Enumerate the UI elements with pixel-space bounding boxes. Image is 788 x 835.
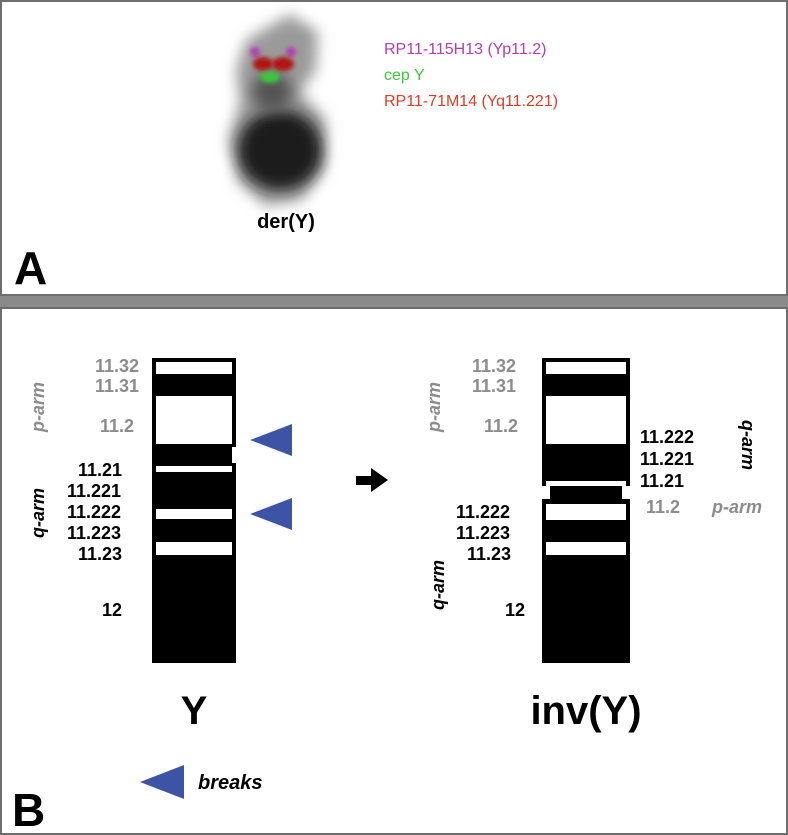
breaks-legend-label: breaks (198, 772, 263, 794)
band-label: 11.221 (67, 481, 121, 501)
panel-a-letter: A (14, 242, 47, 294)
ideogram-inv-y (538, 358, 634, 663)
q-arm-label: q-arm (428, 560, 448, 610)
chromosome-inv-y-title: inv(Y) (530, 689, 641, 733)
break-arrow-lower (250, 498, 292, 530)
band-label: 11.222 (640, 427, 694, 447)
band-label: 11.222 (456, 502, 510, 522)
magenta-signal-left (250, 47, 260, 57)
panel-b-frame (0, 307, 788, 835)
band-label: 11.223 (456, 523, 510, 543)
magenta-signal-right (286, 47, 296, 57)
panel-b-letter: B (12, 784, 45, 835)
green-signal (260, 71, 280, 83)
p-arm-label: p-arm (28, 382, 48, 433)
band-label: 11.31 (95, 376, 139, 396)
band-label: 11.223 (67, 523, 121, 543)
breaks-legend-arrow (140, 765, 184, 799)
band-label: 12 (102, 600, 122, 620)
q-arm-label: q-arm (28, 488, 48, 538)
band-label: 11.23 (467, 544, 511, 564)
legend-probe-p: RP11-115H13 (Yp11.2) (384, 41, 546, 58)
legend-probe-q: RP11-71M14 (Yq11.221) (384, 93, 558, 110)
band-label: 11.32 (95, 356, 139, 376)
red-signal-left (253, 57, 273, 71)
band-label: 11.2 (484, 416, 518, 436)
p-arm-label: p-arm (711, 497, 762, 517)
transition-arrow (356, 468, 388, 492)
band-label: 11.2 (100, 416, 134, 436)
band-label: 11.23 (78, 544, 122, 564)
band-label: 11.221 (640, 449, 694, 469)
break-arrow-upper (250, 424, 292, 456)
panel-separator (0, 296, 788, 307)
band-label: 11.21 (78, 460, 122, 480)
ideogram-y (148, 358, 240, 663)
panel-a-frame (0, 0, 788, 296)
fish-chromosome-image (228, 14, 326, 206)
band-label: 11.2 (646, 497, 680, 517)
band-label: 11.222 (67, 502, 121, 522)
q-arm-label: q-arm (738, 420, 758, 470)
p-arm-label: p-arm (424, 382, 444, 433)
band-label: 11.31 (472, 376, 516, 396)
chromosome-y-title: Y (181, 689, 208, 733)
band-label: 11.21 (640, 471, 684, 491)
red-signal-right (272, 57, 294, 71)
band-label: 11.32 (472, 356, 516, 376)
band-label: 12 (505, 600, 525, 620)
der-y-label: der(Y) (257, 211, 315, 233)
legend-cep-y: cep Y (384, 67, 425, 84)
